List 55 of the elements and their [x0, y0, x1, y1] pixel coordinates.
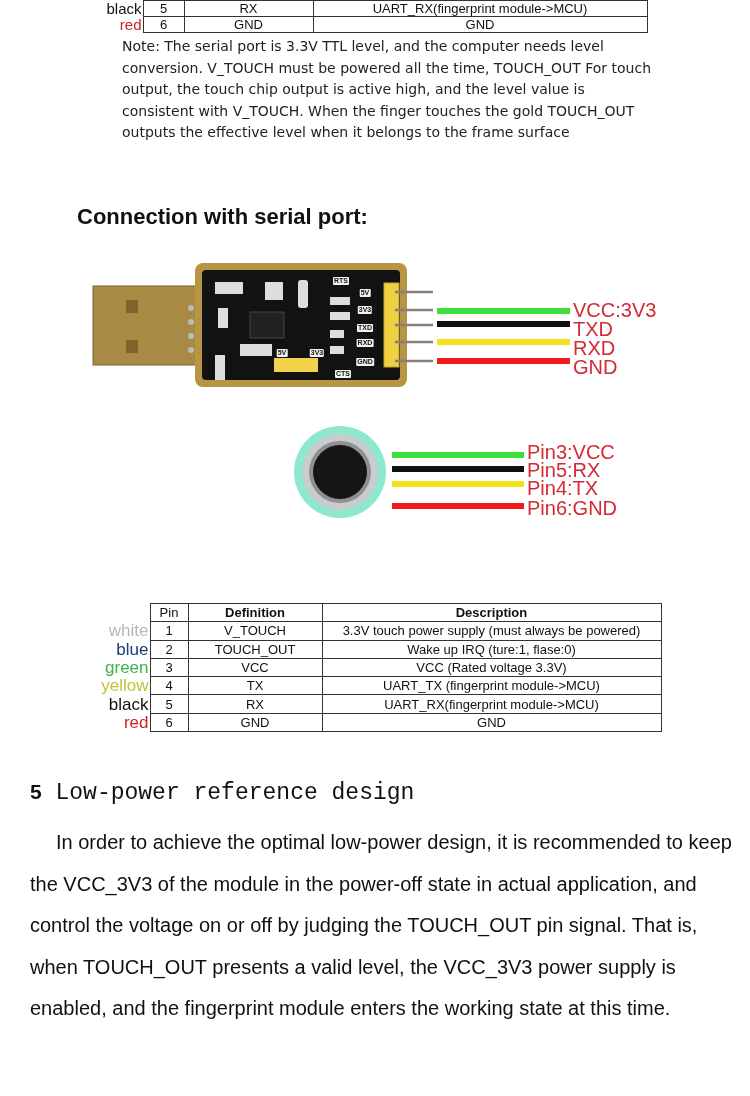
description-text: Wake up IRQ (ture:1, flase:0): [322, 640, 661, 659]
pin-label: TXD: [573, 320, 613, 339]
description-text: VCC (Rated voltage 3.3V): [322, 658, 661, 677]
wire-color-word: blue: [115, 640, 150, 659]
wire: [392, 481, 524, 487]
wire: [392, 466, 524, 472]
description-text: GND: [322, 713, 661, 732]
wire-color-word: red: [118, 16, 143, 33]
column-header: Definition: [188, 603, 322, 622]
section-heading: 5 Low-power reference design: [30, 780, 415, 806]
body-paragraph: In order to achieve the optimal low-power design, it is recommended to keep the VCC_3V3 of the module in the power-off state in actual application, and control the voltage on or off by judging the TOUCH_OUT pin signal. That is, when TOUCH_OUT presents a valid level, the VCC_3V3 power supply is enabled, and the fingerprint module enters the working state at this time.: [30, 830, 733, 1022]
wire: [437, 321, 570, 327]
wire: [392, 452, 524, 458]
wire: [437, 339, 570, 345]
pin-label: Pin6:GND: [527, 499, 618, 518]
description-text: UART_RX(fingerprint module->MCU): [322, 695, 661, 714]
pin-number: 6: [150, 713, 188, 732]
pin-label: RXD: [573, 339, 616, 358]
pin-label: Pin5:RX: [527, 461, 601, 480]
pin-number: 3: [150, 658, 188, 677]
signal-name: TOUCH_OUT: [188, 640, 322, 659]
column-header: Pin: [150, 603, 188, 622]
signal-name: GND: [188, 713, 322, 732]
section-heading: Connection with serial port:: [77, 204, 368, 230]
pin-label: Pin3:VCC: [527, 443, 615, 462]
wire-color-word: black: [107, 695, 150, 714]
description-text: UART_TX (fingerprint module->MCU): [322, 676, 661, 695]
wire-color-word: white: [107, 621, 150, 641]
description-text: GND: [313, 16, 647, 33]
wire: [437, 358, 570, 364]
wire: [437, 308, 570, 314]
wire: [392, 503, 524, 509]
wire-color-word: red: [122, 713, 150, 732]
pin-label: Pin4:TX: [527, 479, 599, 498]
signal-name: RX: [184, 0, 313, 17]
pin-label: VCC:3V3: [573, 301, 657, 320]
wire-color-word: black: [105, 0, 143, 17]
description-text: UART_RX(fingerprint module->MCU): [313, 0, 647, 17]
pin-number: 2: [150, 640, 188, 659]
pin-number: 5: [150, 695, 188, 714]
pin-label: GND: [573, 358, 618, 377]
signal-name: V_TOUCH: [188, 621, 322, 641]
pin-number: 5: [143, 0, 184, 17]
wire-color-word: yellow: [100, 676, 150, 695]
signal-name: GND: [184, 16, 313, 33]
wire-color-word: green: [104, 658, 150, 677]
pin-number: 4: [150, 676, 188, 695]
pin-number: 6: [143, 16, 184, 33]
signal-name: RX: [188, 695, 322, 714]
note-text: Note: The serial port is 3.3V TTL level, and the computer needs level conversion. V_TOUCH must be powered all the time, TOUCH_OUT For touch output, the touch chip output is active high, and the level value is consistent with V_TOUCH. When the finger touches the gold TOUCH_OUT outputs the effective level when it belongs to the frame surface: [122, 37, 653, 142]
column-header: Description: [322, 603, 661, 622]
pin-number: 1: [150, 621, 188, 641]
signal-name: TX: [188, 676, 322, 695]
signal-name: VCC: [188, 658, 322, 677]
description-text: 3.3V touch power supply (must always be powered): [322, 621, 661, 641]
